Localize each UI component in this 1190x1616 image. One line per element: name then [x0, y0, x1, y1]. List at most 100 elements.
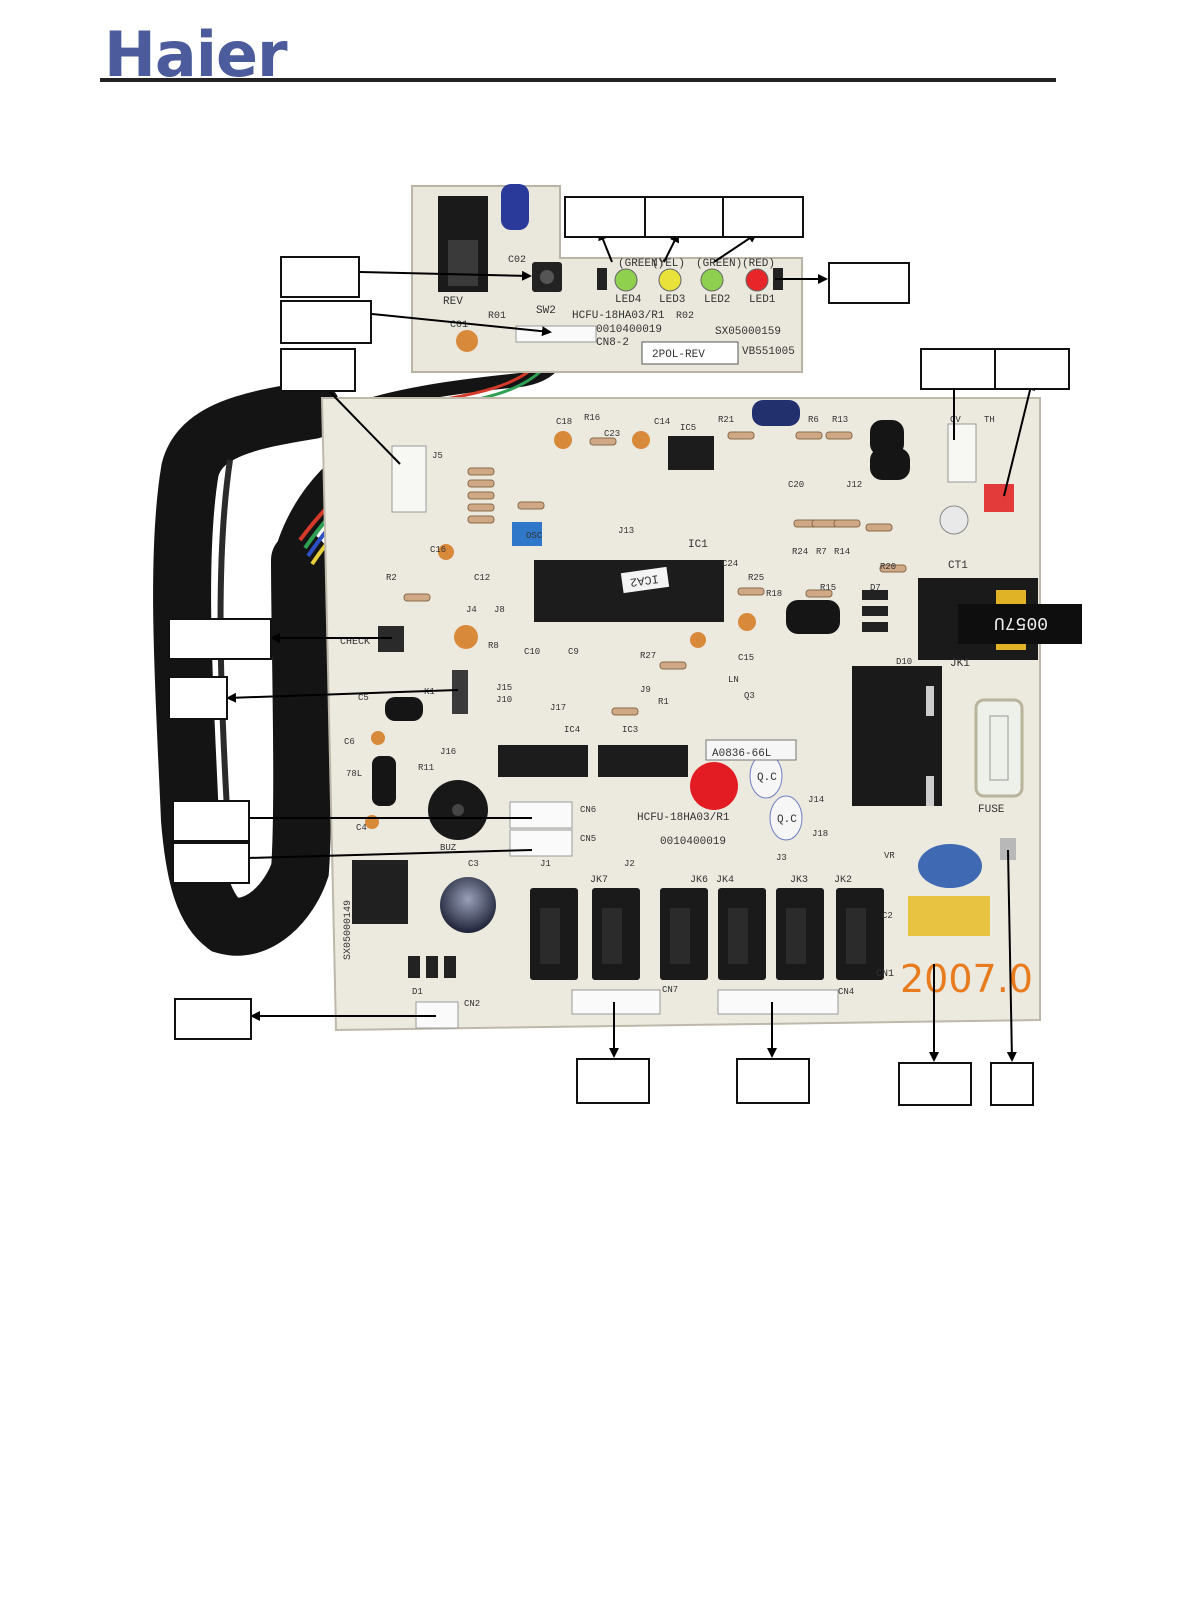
callout-box-cn2 [174, 998, 252, 1040]
callout-box-ground [990, 1062, 1034, 1106]
silk-ref-j3: J3 [776, 853, 787, 863]
display-label: 2POL-REV [652, 349, 705, 361]
silk-ref-k1: K1 [424, 687, 435, 697]
silk-ref-j9: J9 [640, 685, 651, 695]
main-board: CHECK 0057U [320, 397, 1082, 1032]
resistor [611, 707, 639, 716]
connector-cn6 [509, 801, 573, 829]
model-sticker: A0836-66L [712, 748, 771, 760]
led1-color: (RED) [742, 258, 775, 270]
silk-ref-78l: 78L [346, 769, 362, 779]
resistor [467, 491, 495, 500]
silk-ref-j14: J14 [808, 795, 824, 805]
silk-ref-r8: R8 [488, 641, 499, 651]
relay-ref-jk6: JK6 [690, 875, 708, 886]
led4-ref: LED4 [615, 294, 642, 306]
header-rule [100, 78, 1056, 82]
resistor [879, 564, 907, 573]
silk-ref-r14: R14 [834, 547, 850, 557]
resistor [727, 431, 755, 440]
silk-ref-c2: C2 [882, 911, 893, 921]
relay-label-area [670, 908, 690, 964]
led2-ref: LED2 [704, 294, 730, 306]
silk-ref-r2: R2 [386, 573, 397, 583]
silk-ref-q3: Q3 [744, 691, 755, 701]
relay-label-area [602, 908, 622, 964]
silk-ref-j17: J17 [550, 703, 566, 713]
silk-ref-cn7: CN7 [662, 985, 678, 995]
callout-arrows [226, 230, 1035, 1062]
resistor [467, 467, 495, 476]
relay-label-area [786, 908, 806, 964]
display-rev: REV [443, 296, 463, 308]
silk-ref-r24: R24 [792, 547, 808, 557]
resistor [517, 501, 545, 510]
silk-ref-j16: J16 [440, 747, 456, 757]
silk-ref-r21: R21 [718, 415, 734, 425]
silk-ref-c16: C16 [430, 545, 446, 555]
fuse [974, 698, 1024, 798]
connector-cn4 [717, 989, 839, 1015]
fuse-label: FUSE [978, 804, 1005, 816]
silk-ref-r11: R11 [418, 763, 434, 773]
callout-box-check [168, 618, 272, 660]
led-2 [700, 268, 724, 292]
silk-ref-d7: D7 [870, 583, 881, 593]
check-label: CHECK [340, 637, 370, 648]
silk-ref-c12: C12 [474, 573, 490, 583]
silk-ref-ic3: IC3 [622, 725, 638, 735]
silk-ref-c9: C9 [568, 647, 579, 657]
resistor [737, 587, 765, 596]
relay-ref-jk7: JK7 [590, 875, 608, 886]
silk-ref-r16: R16 [584, 413, 600, 423]
callout-box-cn6 [172, 800, 250, 842]
resistor [659, 661, 687, 670]
callout-box-j5 [280, 348, 356, 392]
resistor [589, 437, 617, 446]
silk-ref-j15: J15 [496, 683, 512, 693]
callout-box-cn8 [280, 300, 372, 344]
callout-box-cn1 [898, 1062, 972, 1106]
led-4 [614, 268, 638, 292]
jk1-label: JK1 [950, 658, 970, 670]
silk-ref-cn4: CN4 [838, 987, 854, 997]
silk-ref-r1: R1 [658, 697, 669, 707]
silk-ref-ic5: IC5 [680, 423, 696, 433]
relay-label-area [540, 908, 560, 964]
display-r01: R01 [488, 311, 506, 322]
silk-ref-r18: R18 [766, 589, 782, 599]
led1-ref: LED1 [749, 294, 776, 306]
display-conn: CN8-2 [596, 337, 629, 349]
relay-label-area [846, 908, 866, 964]
silk-ref-th: TH [984, 415, 995, 425]
silk-ref-j18: J18 [812, 829, 828, 839]
display-c02: C02 [508, 255, 526, 266]
x2-capacitor [908, 896, 990, 936]
silk-ref-j13: J13 [618, 526, 634, 536]
silk-ref-j2: J2 [624, 859, 635, 869]
led4-color: (GREEN) [618, 258, 664, 270]
callout-box-cn7 [576, 1058, 650, 1104]
display-code2: SX05000159 [715, 326, 781, 338]
led-3 [658, 268, 682, 292]
led3-color: (YEL) [652, 258, 685, 270]
relay-ref-jk3: JK3 [790, 875, 808, 886]
resistor [467, 503, 495, 512]
display-code3: VB551005 [742, 346, 795, 358]
silk-ref-c24: C24 [722, 559, 738, 569]
silk-ref-d10: D10 [896, 657, 912, 667]
resistor [805, 589, 833, 598]
resistor [467, 479, 495, 488]
resistor [865, 523, 893, 532]
callout-box-th [994, 348, 1070, 390]
connector-cn8 [515, 325, 597, 343]
callout-box-cn5 [172, 842, 250, 884]
relay-label-area [728, 908, 748, 964]
varistor [918, 844, 982, 888]
silk-ref-cv: CV [950, 415, 961, 425]
silk-ref-j4: J4 [466, 605, 477, 615]
led3-ref: LED3 [659, 294, 685, 306]
callout-box-k1 [168, 676, 228, 720]
ic4-chip [498, 745, 588, 777]
